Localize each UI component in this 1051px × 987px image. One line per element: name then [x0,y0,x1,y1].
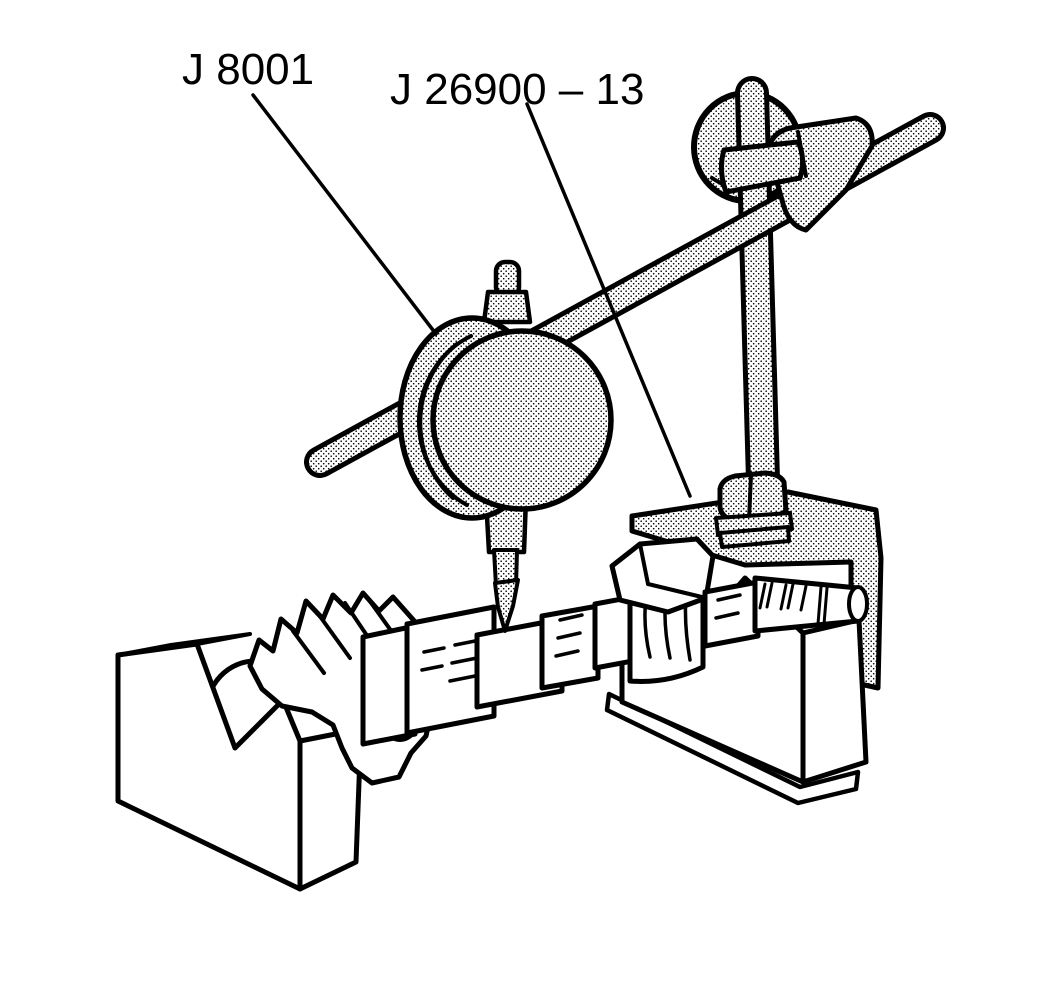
leader-line-indicator-stand [525,102,692,498]
shaft-collar [360,623,418,747]
stand-clamp-band [718,139,806,195]
rib-marks [554,613,584,658]
indicator-top-collar [481,289,533,325]
spline-ring-lines [816,585,829,626]
label-dial-indicator: J 8001 [182,45,314,94]
shaft-end-cap [847,585,869,623]
spline-hatches [758,581,808,612]
shaft-segments [360,536,869,747]
hex-facet-lines [638,542,708,600]
rib-marks [420,638,482,683]
v-block-left-front-face [115,641,303,892]
indicator-face [430,328,614,512]
nut-washer [718,525,791,549]
v-block-right-side-face [800,617,869,785]
hex-nut-facet-line [747,473,753,522]
leader-line-dial-indicator [251,93,438,336]
dial-indicator [397,259,614,633]
rib-marks [714,593,742,620]
v-block-right-slab [604,691,861,806]
gear-tooth-line [291,629,326,675]
gear-tooth-line [317,613,352,660]
post-mounting-nut [714,470,794,549]
shaft-ribbed-ring [539,603,601,691]
bezel-arc-line [416,334,473,507]
label-indicator-stand: J 26900 – 13 [390,65,644,114]
indicator-contact-tip [493,578,520,633]
shaft-ribbed-ring [404,604,497,736]
